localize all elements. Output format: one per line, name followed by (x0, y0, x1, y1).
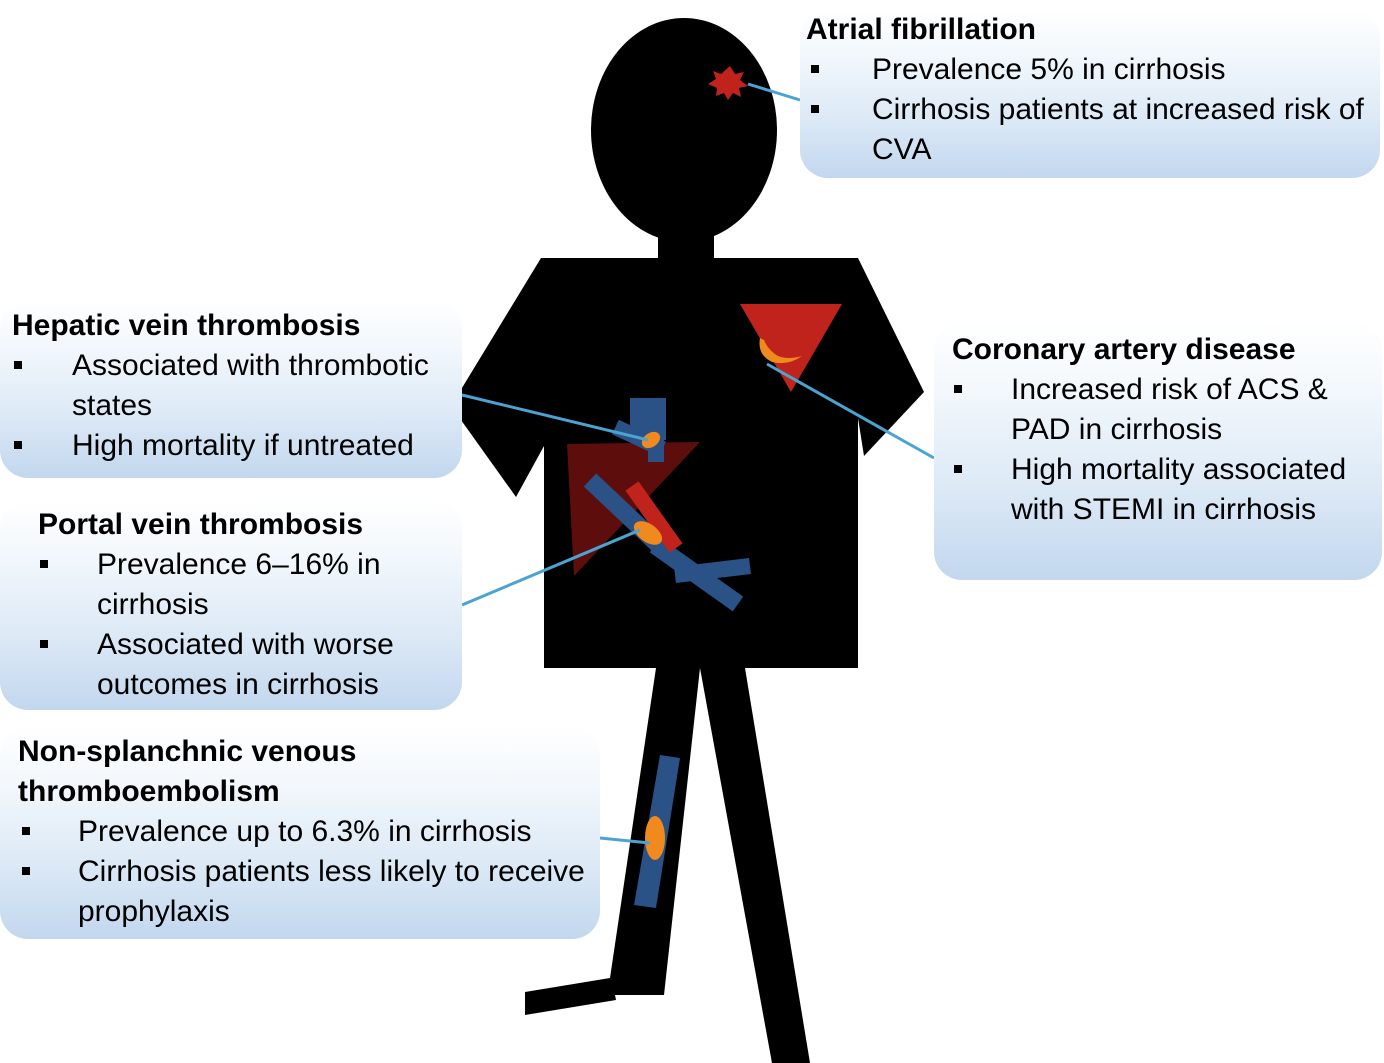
coronary-clot-mark (759, 338, 802, 364)
callout-bullet: Cirrhosis patients at increased risk of … (806, 90, 1380, 170)
callout-portal-vein-thrombosis: Portal vein thrombosis Prevalence 6–16% … (0, 500, 462, 710)
leader-line-nsvt (599, 836, 651, 845)
right-leg (700, 668, 810, 1063)
callout-bullet: Cirrhosis patients less likely to receiv… (18, 852, 600, 932)
callout-bullet: Associated with worse outcomes in cirrho… (38, 625, 462, 705)
callout-title: Coronary artery disease (952, 333, 1296, 366)
callout-coronary-artery-disease: Coronary artery disease Increased risk o… (934, 322, 1382, 580)
callout-bullet: Prevalence 6–16% in cirrhosis (38, 545, 462, 625)
left-leg (525, 668, 700, 1015)
leader-line-cad (766, 362, 935, 460)
torso-with-arms (451, 258, 924, 668)
portal-clot (633, 521, 663, 545)
hepatic-clot (641, 431, 661, 449)
callout-bullet: High mortality if untreated (12, 426, 462, 466)
callout-title: Portal vein thrombosis (38, 508, 364, 541)
callout-hepatic-vein-thrombosis: Hepatic vein thrombosis Associated with … (0, 300, 462, 478)
callout-atrial-fibrillation: Atrial fibrillation Prevalence 5% in cir… (800, 10, 1380, 178)
leader-line-hvt (461, 393, 649, 442)
callout-title: Atrial fibrillation (806, 13, 1037, 46)
callout-title: Hepatic vein thrombosis (12, 309, 361, 342)
callout-non-splanchnic-vte: Non-splanchnic venous thromboembolism Pr… (0, 727, 600, 939)
leader-lines (461, 82, 935, 845)
leader-line-pvt (461, 528, 641, 607)
brain-starburst-icon (708, 66, 748, 100)
callout-title: Non-splanchnic venous thromboembolism (18, 735, 357, 808)
callout-bullet: Increased risk of ACS & PAD in cirrhosis (952, 370, 1382, 450)
callout-bullet: High mortality associated with STEMI in … (952, 450, 1382, 530)
leader-line-af (747, 82, 801, 102)
callout-bullet: Prevalence up to 6.3% in cirrhosis (18, 812, 600, 852)
heart-triangle (740, 304, 842, 392)
leg-clot (645, 816, 665, 860)
neck (658, 220, 714, 262)
head (591, 18, 777, 242)
callout-bullet: Associated with thrombotic states (12, 346, 462, 426)
callout-bullet: Prevalence 5% in cirrhosis (806, 50, 1380, 90)
